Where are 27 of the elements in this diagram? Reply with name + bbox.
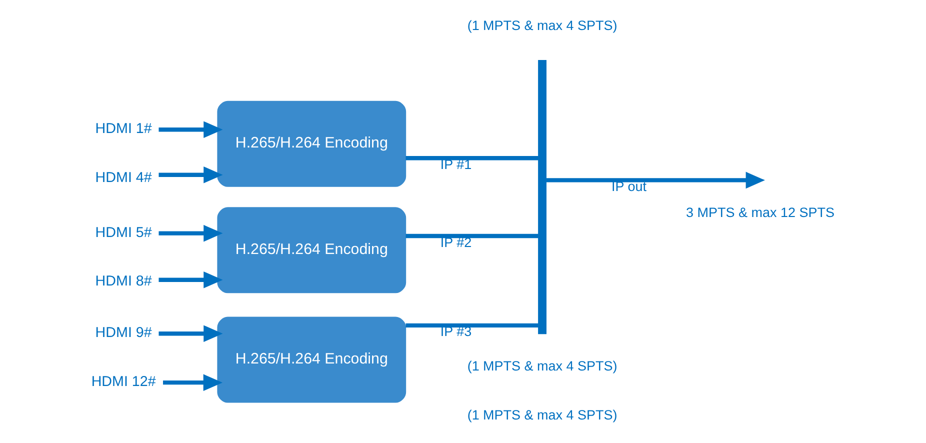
node-text: HDMI 9#	[95, 325, 152, 342]
edge-label: IP out	[612, 178, 647, 194]
arrow	[163, 374, 223, 391]
node-text: HDMI 1#	[95, 121, 152, 138]
label: (1 MPTS & max 4 SPTS)	[467, 18, 618, 33]
edge-label: IP #1	[440, 156, 472, 172]
arrow	[158, 224, 223, 242]
arrow	[546, 172, 765, 189]
node-text: HDMI 4#	[95, 170, 152, 186]
arrow	[158, 121, 223, 138]
node-text: HDMI 5#	[95, 224, 152, 241]
label: (1 MPTS & max 4 SPTS)	[467, 358, 618, 374]
arrow	[158, 272, 223, 288]
node-text: HDMI 12#	[91, 374, 156, 390]
edge-label: IP #2	[440, 234, 472, 250]
node-box: H.265/H.264 Encoding	[217, 207, 406, 294]
node-box: H.265/H.264 Encoding	[217, 316, 406, 403]
node-text: HDMI 8#	[95, 274, 152, 290]
label: 3 MPTS & max 12 SPTS	[686, 205, 834, 220]
connector	[406, 234, 538, 238]
connector	[406, 156, 538, 160]
arrow	[158, 325, 223, 342]
node-bar	[538, 60, 546, 334]
label: (1 MPTS & max 4 SPTS)	[467, 408, 618, 422]
node-box: H.265/H.264 Encoding	[217, 100, 406, 187]
arrow	[158, 166, 223, 184]
connector	[406, 323, 538, 328]
